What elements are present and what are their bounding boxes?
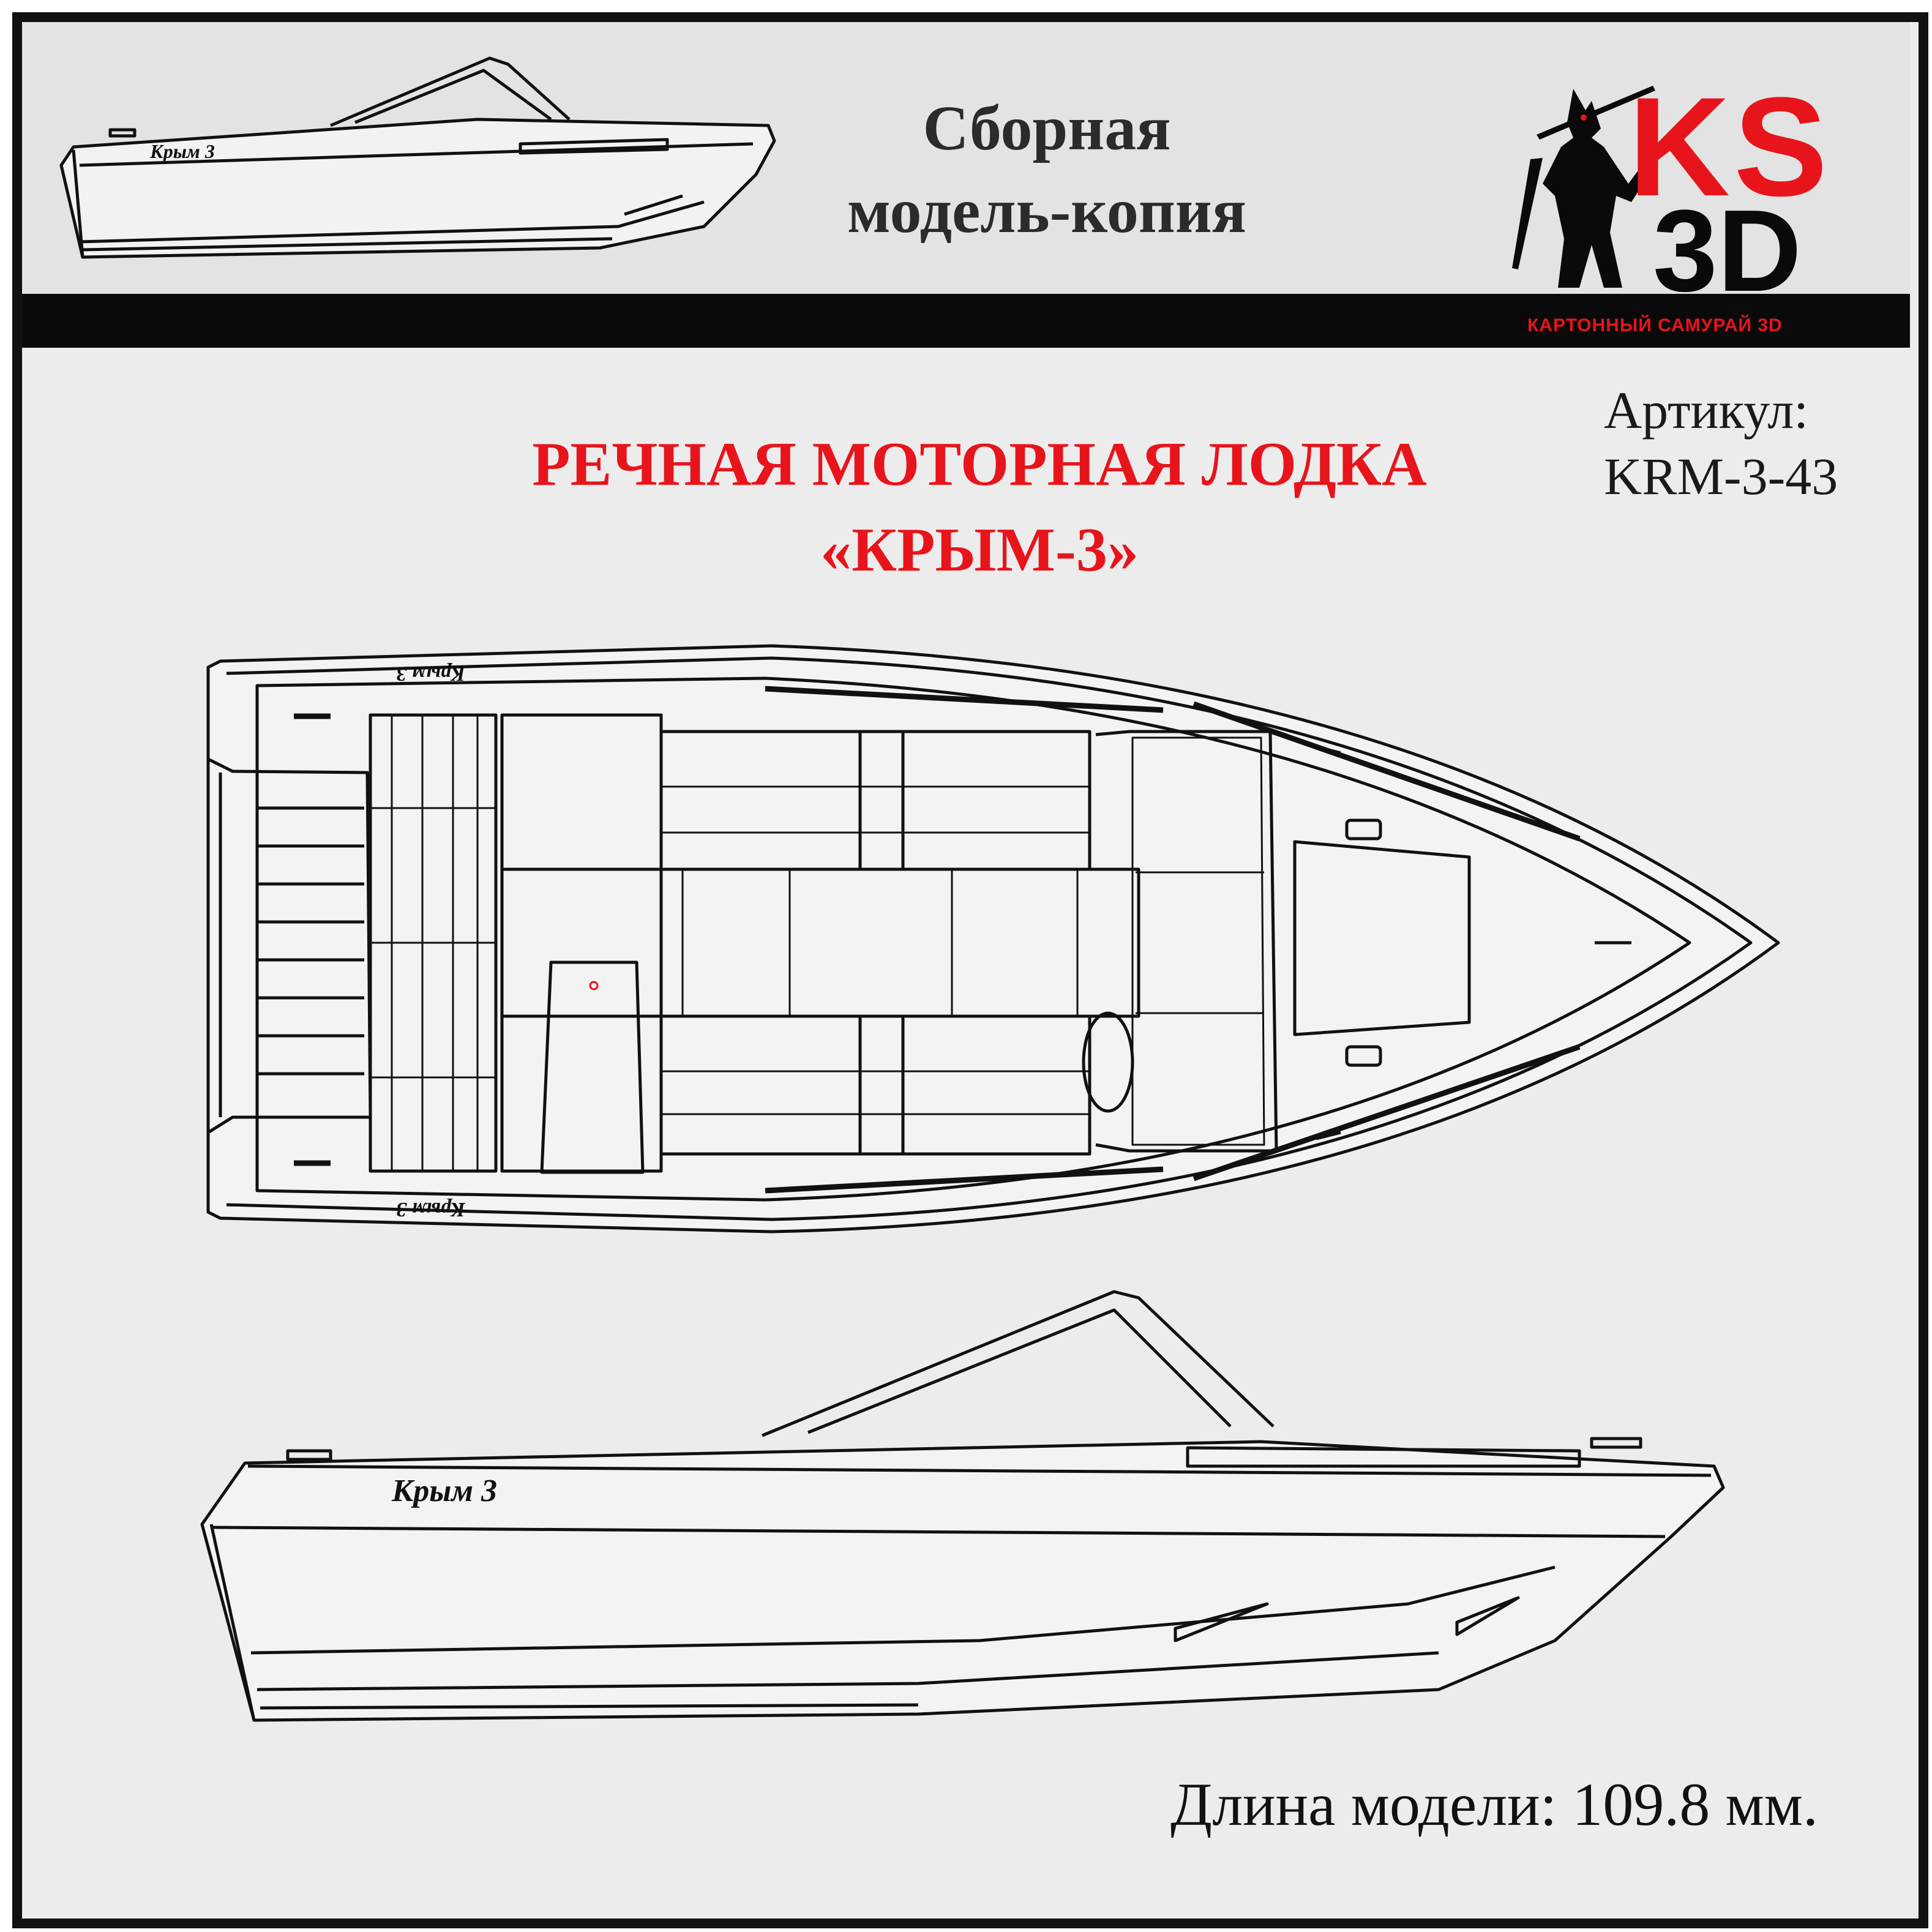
logo-3d: 3D xyxy=(1653,186,1802,316)
boat-side-view: Крым 3 xyxy=(200,1290,1725,1722)
article-code: KRM-3-43 xyxy=(1604,447,1838,506)
top-hull-name-starboard: Крым 3 xyxy=(397,1198,466,1221)
subtitle-line1: Сборная xyxy=(923,93,1171,163)
header-boat-side-view-icon: Крым 3 xyxy=(59,56,776,259)
samurai-silhouette-icon xyxy=(1512,86,1655,288)
article-label: Артикул: xyxy=(1604,381,1809,440)
header-black-bar xyxy=(22,294,1910,348)
top-hull-name-port: Крым 3 xyxy=(397,662,466,685)
title-line2: «КРЫМ-3» xyxy=(820,515,1139,585)
header-hull-name: Крым 3 xyxy=(149,140,215,162)
side-hull-name: Крым 3 xyxy=(391,1473,497,1508)
logo-ks: KS xyxy=(1628,68,1832,225)
title-line1: РЕЧНАЯ МОТОРНАЯ ЛОДКА xyxy=(532,430,1427,499)
logo-caption: КАРТОННЫЙ САМУРАЙ 3D xyxy=(1527,315,1783,335)
model-length: Длина модели: 109.8 мм. xyxy=(1170,1770,1818,1838)
boat-top-view: Крым 3 Крым 3 xyxy=(206,644,1780,1234)
subtitle-line2: модель-копия xyxy=(847,176,1246,246)
stern-ribs xyxy=(257,806,364,1076)
